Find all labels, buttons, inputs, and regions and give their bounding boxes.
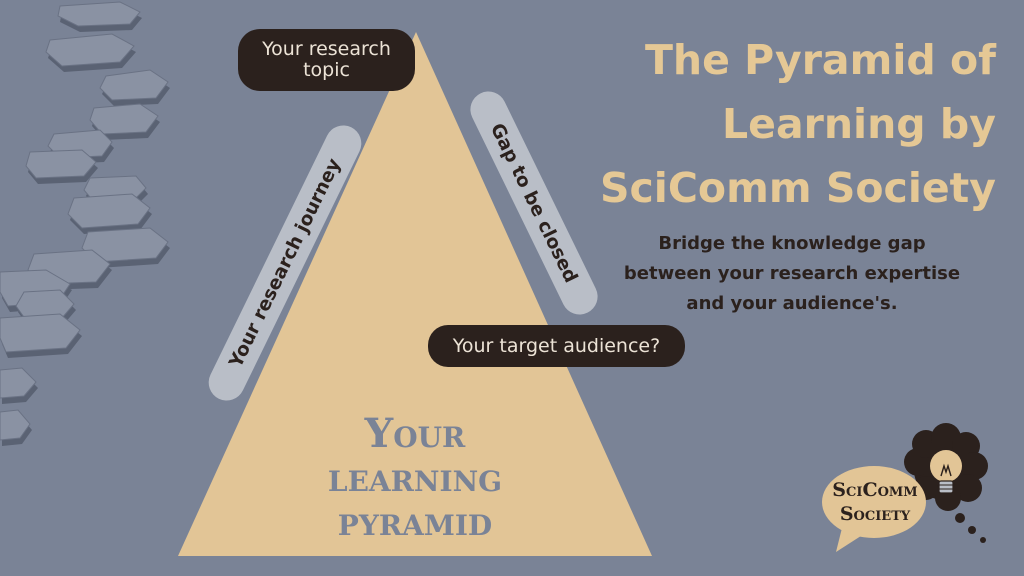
pyramid-label-line-1: Your xyxy=(364,410,466,457)
stepping-stones-path xyxy=(0,1,170,446)
speech-bubble-icon xyxy=(822,466,926,552)
lightbulb-thought-bubble-icon xyxy=(904,423,988,543)
page-title: The Pyramid of Learning by SciComm Socie… xyxy=(599,36,996,212)
pyramid-label: Your learning pyramid xyxy=(240,412,590,544)
logo-line-1: SciComm xyxy=(832,479,918,501)
logo-line-2: Society xyxy=(839,503,911,525)
page-subtitle: Bridge the knowledge gap between your re… xyxy=(623,233,961,314)
pyramid-label-line-2: learning xyxy=(327,454,503,501)
pyramid-label-line-3: pyramid xyxy=(337,498,493,545)
pyramid-shape xyxy=(178,32,652,556)
target-audience-label: Your target audience? xyxy=(428,325,685,367)
research-topic-label: Your research topic xyxy=(238,29,415,91)
logo-wordmark: SciComm Society xyxy=(820,478,930,526)
